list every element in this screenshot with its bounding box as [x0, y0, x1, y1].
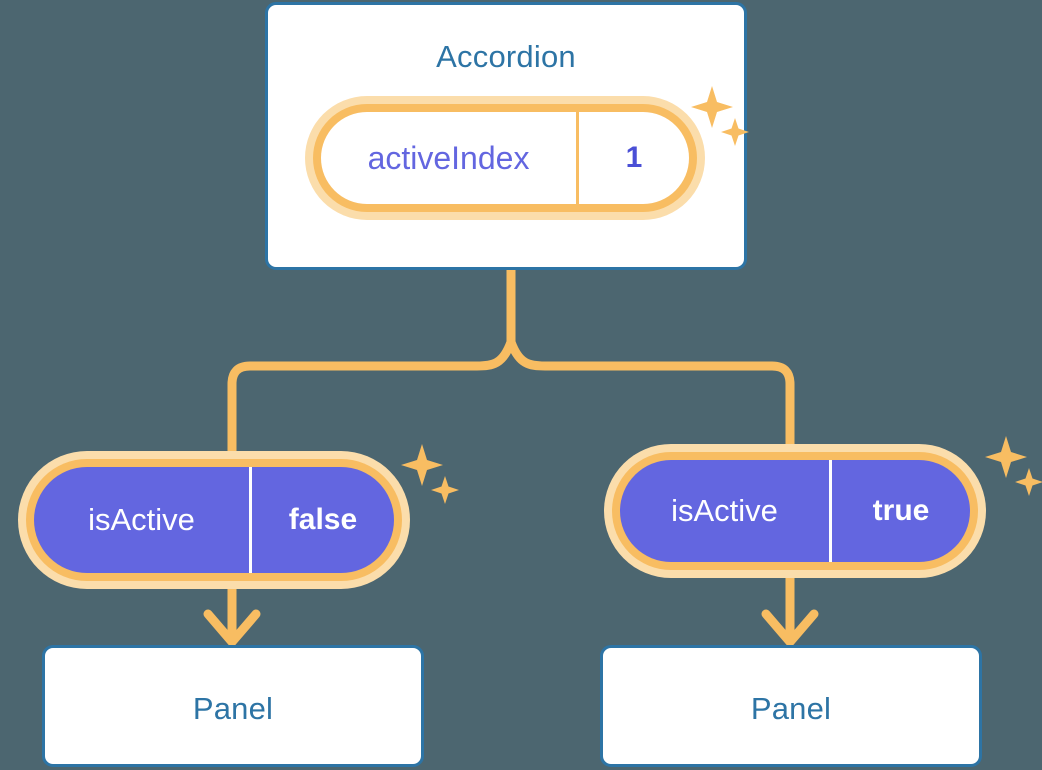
state-pill-isactive-true[interactable]: isActive true [620, 460, 970, 562]
state-pill-value-activeindex: 1 [625, 141, 643, 174]
component-title-accordion: Accordion [436, 39, 576, 74]
state-pill-key-isactive-false: isActive [34, 467, 252, 573]
connector-branch-right [506, 337, 795, 460]
connector-branch-left [227, 337, 516, 465]
arrow-down-icon-right [761, 568, 819, 647]
sparkle-icon-panel-right [985, 436, 1042, 496]
state-pill-value-isactive-false: false [288, 503, 358, 536]
state-pill-activeindex[interactable]: activeIndex 1 [321, 112, 689, 204]
state-pill-value-isactive-true: true [872, 494, 930, 527]
state-pill-isactive-false[interactable]: isActive false [34, 467, 394, 573]
component-title-panel-left: Panel [192, 691, 274, 726]
component-card-panel-right[interactable]: Panel [600, 645, 982, 767]
component-card-panel-left[interactable]: Panel [42, 645, 424, 767]
component-title-panel-right: Panel [750, 691, 832, 726]
state-pill-key-activeindex: activeIndex [321, 112, 579, 204]
state-pill-key-isactive-true: isActive [620, 460, 832, 562]
